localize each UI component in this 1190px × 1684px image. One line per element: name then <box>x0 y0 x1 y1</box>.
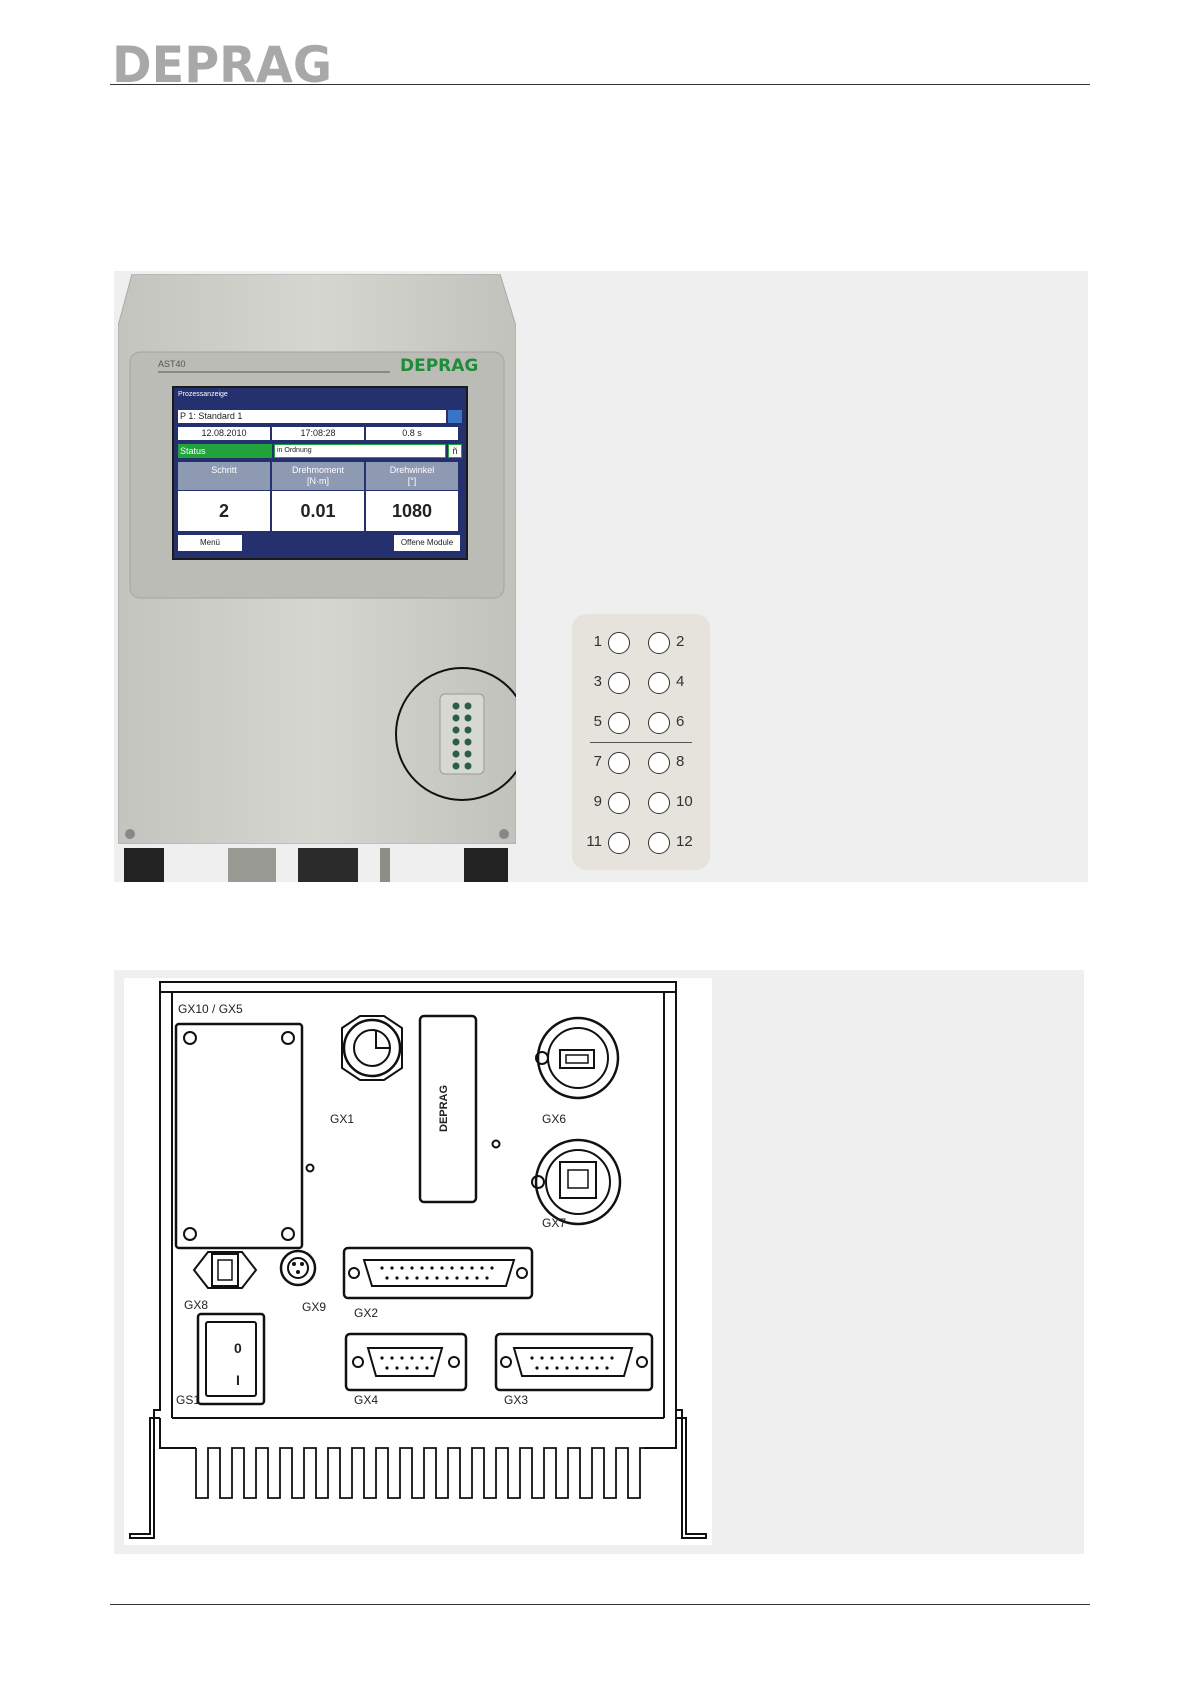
label-gx6: GX6 <box>542 1112 566 1126</box>
led-number: 6 <box>676 713 698 730</box>
led-number: 10 <box>676 793 698 810</box>
led-indicator <box>648 832 670 854</box>
menu-button[interactable]: Menü <box>178 535 242 551</box>
led-number: 2 <box>676 633 698 650</box>
led-indicator <box>648 632 670 654</box>
led-divider <box>590 742 692 743</box>
led-number: 7 <box>580 753 602 770</box>
led-indicator <box>648 792 670 814</box>
step-value: 2 <box>178 491 270 531</box>
status-value: in Ordnung <box>274 444 446 458</box>
open-modules-button[interactable]: Offene Module <box>394 535 460 551</box>
led-number: 3 <box>580 673 602 690</box>
label-gx3: GX3 <box>504 1393 528 1407</box>
program-name: P 1: Standard 1 <box>178 410 446 423</box>
label-gx7: GX7 <box>542 1216 566 1230</box>
switch-on-label: I <box>236 1372 240 1388</box>
led-number: 8 <box>676 753 698 770</box>
date-field: 12.08.2010 <box>178 427 270 440</box>
led-indicator <box>608 632 630 654</box>
duration-field: 0.8 s <box>366 427 458 440</box>
label-gx8: GX8 <box>184 1298 208 1312</box>
nameplate-brand: DEPRAG <box>438 1092 450 1132</box>
led-indicator <box>608 712 630 734</box>
switch-off-label: 0 <box>234 1340 242 1356</box>
led-indicator <box>608 672 630 694</box>
label-gx2: GX2 <box>354 1306 378 1320</box>
led-indicator <box>648 752 670 774</box>
angle-value: 1080 <box>366 491 458 531</box>
info-icon[interactable]: ñ <box>448 444 462 458</box>
led-detail-panel: 1 2 3 4 5 6 7 8 9 10 11 12 <box>572 614 710 870</box>
deprag-logo: DEPRAG <box>112 38 334 88</box>
led-indicator <box>608 832 630 854</box>
database-icon[interactable] <box>448 410 462 423</box>
time-field: 17:08:28 <box>272 427 364 440</box>
led-indicator <box>608 752 630 774</box>
label-gx4: GX4 <box>354 1393 378 1407</box>
led-number: 4 <box>676 673 698 690</box>
label-gx1: GX1 <box>330 1112 354 1126</box>
model-label: AST40 <box>158 359 186 369</box>
label-gx9: GX9 <box>302 1300 326 1314</box>
housing-brand: DEPRAG <box>400 356 478 376</box>
led-indicator <box>608 792 630 814</box>
led-number: 9 <box>580 793 602 810</box>
rear-panel-drawing <box>124 978 712 1545</box>
col-head-angle: Drehwinkel[°] <box>366 462 458 490</box>
touch-screen[interactable]: Prozessanzeige P 1: Standard 1 12.08.201… <box>172 386 468 560</box>
footer-rule <box>110 1604 1090 1605</box>
col-head-step: Schritt <box>178 462 270 490</box>
svg-text:DEPRAG: DEPRAG <box>112 38 332 88</box>
status-label: Status <box>178 444 272 458</box>
led-number: 12 <box>676 833 698 850</box>
led-indicator <box>648 672 670 694</box>
header-rule <box>110 84 1090 85</box>
col-head-torque: Drehmoment[N·m] <box>272 462 364 490</box>
label-gx10-gx5: GX10 / GX5 <box>178 1002 243 1016</box>
led-number: 1 <box>580 633 602 650</box>
torque-value: 0.01 <box>272 491 364 531</box>
screen-title: Prozessanzeige <box>178 391 228 398</box>
led-number: 5 <box>580 713 602 730</box>
led-number: 11 <box>580 833 602 850</box>
led-indicator <box>648 712 670 734</box>
label-gs1: GS1 <box>176 1393 200 1407</box>
